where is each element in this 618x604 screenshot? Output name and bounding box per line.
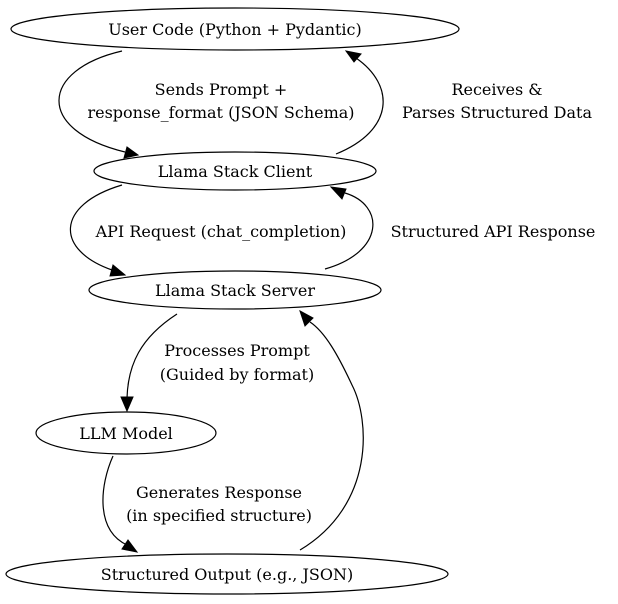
edge-api-request	[69, 184, 123, 271]
arrowhead-api-response	[329, 186, 347, 200]
edge-sends-prompt	[58, 50, 126, 153]
label-api-response: Structured API Response	[391, 222, 596, 241]
node-llama-stack-client-label: Llama Stack Client	[158, 162, 313, 181]
arrowhead-sends-prompt	[123, 146, 140, 159]
arrowhead-processes	[120, 396, 134, 413]
edge-output-return	[299, 321, 364, 551]
node-llm-model-label: LLM Model	[79, 424, 173, 443]
label-receives-line1: Receives &	[451, 80, 542, 99]
label-sends-prompt-line2: response_format (JSON Schema)	[87, 103, 354, 122]
node-llama-stack-server-label: Llama Stack Server	[155, 281, 315, 300]
node-llama-stack-server: Llama Stack Server	[88, 270, 382, 310]
node-llama-stack-client: Llama Stack Client	[93, 151, 377, 191]
label-processes-line1: Processes Prompt	[164, 341, 310, 360]
arrowhead-output-return	[299, 309, 314, 327]
arrowhead-api-request	[109, 264, 127, 277]
edge-generates	[102, 455, 128, 546]
arrowhead-receives	[344, 50, 362, 63]
edge-api-response	[324, 192, 374, 270]
node-user-code: User Code (Python + Pydantic)	[10, 7, 460, 51]
node-llm-model: LLM Model	[35, 411, 217, 455]
label-sends-prompt-line1: Sends Prompt +	[155, 80, 288, 99]
label-api-request: API Request (chat_completion)	[95, 222, 347, 241]
edge-receives	[335, 57, 384, 155]
edge-processes	[126, 313, 178, 399]
node-structured-output: Structured Output (e.g., JSON)	[5, 553, 449, 595]
arrowhead-generates	[121, 539, 139, 553]
node-user-code-label: User Code (Python + Pydantic)	[108, 20, 362, 39]
node-structured-output-label: Structured Output (e.g., JSON)	[101, 565, 353, 584]
label-receives-line2: Parses Structured Data	[402, 103, 592, 122]
label-generates-line1: Generates Response	[136, 483, 302, 502]
label-processes-line2: (Guided by format)	[160, 365, 314, 384]
label-generates-line2: (in specified structure)	[126, 506, 312, 525]
